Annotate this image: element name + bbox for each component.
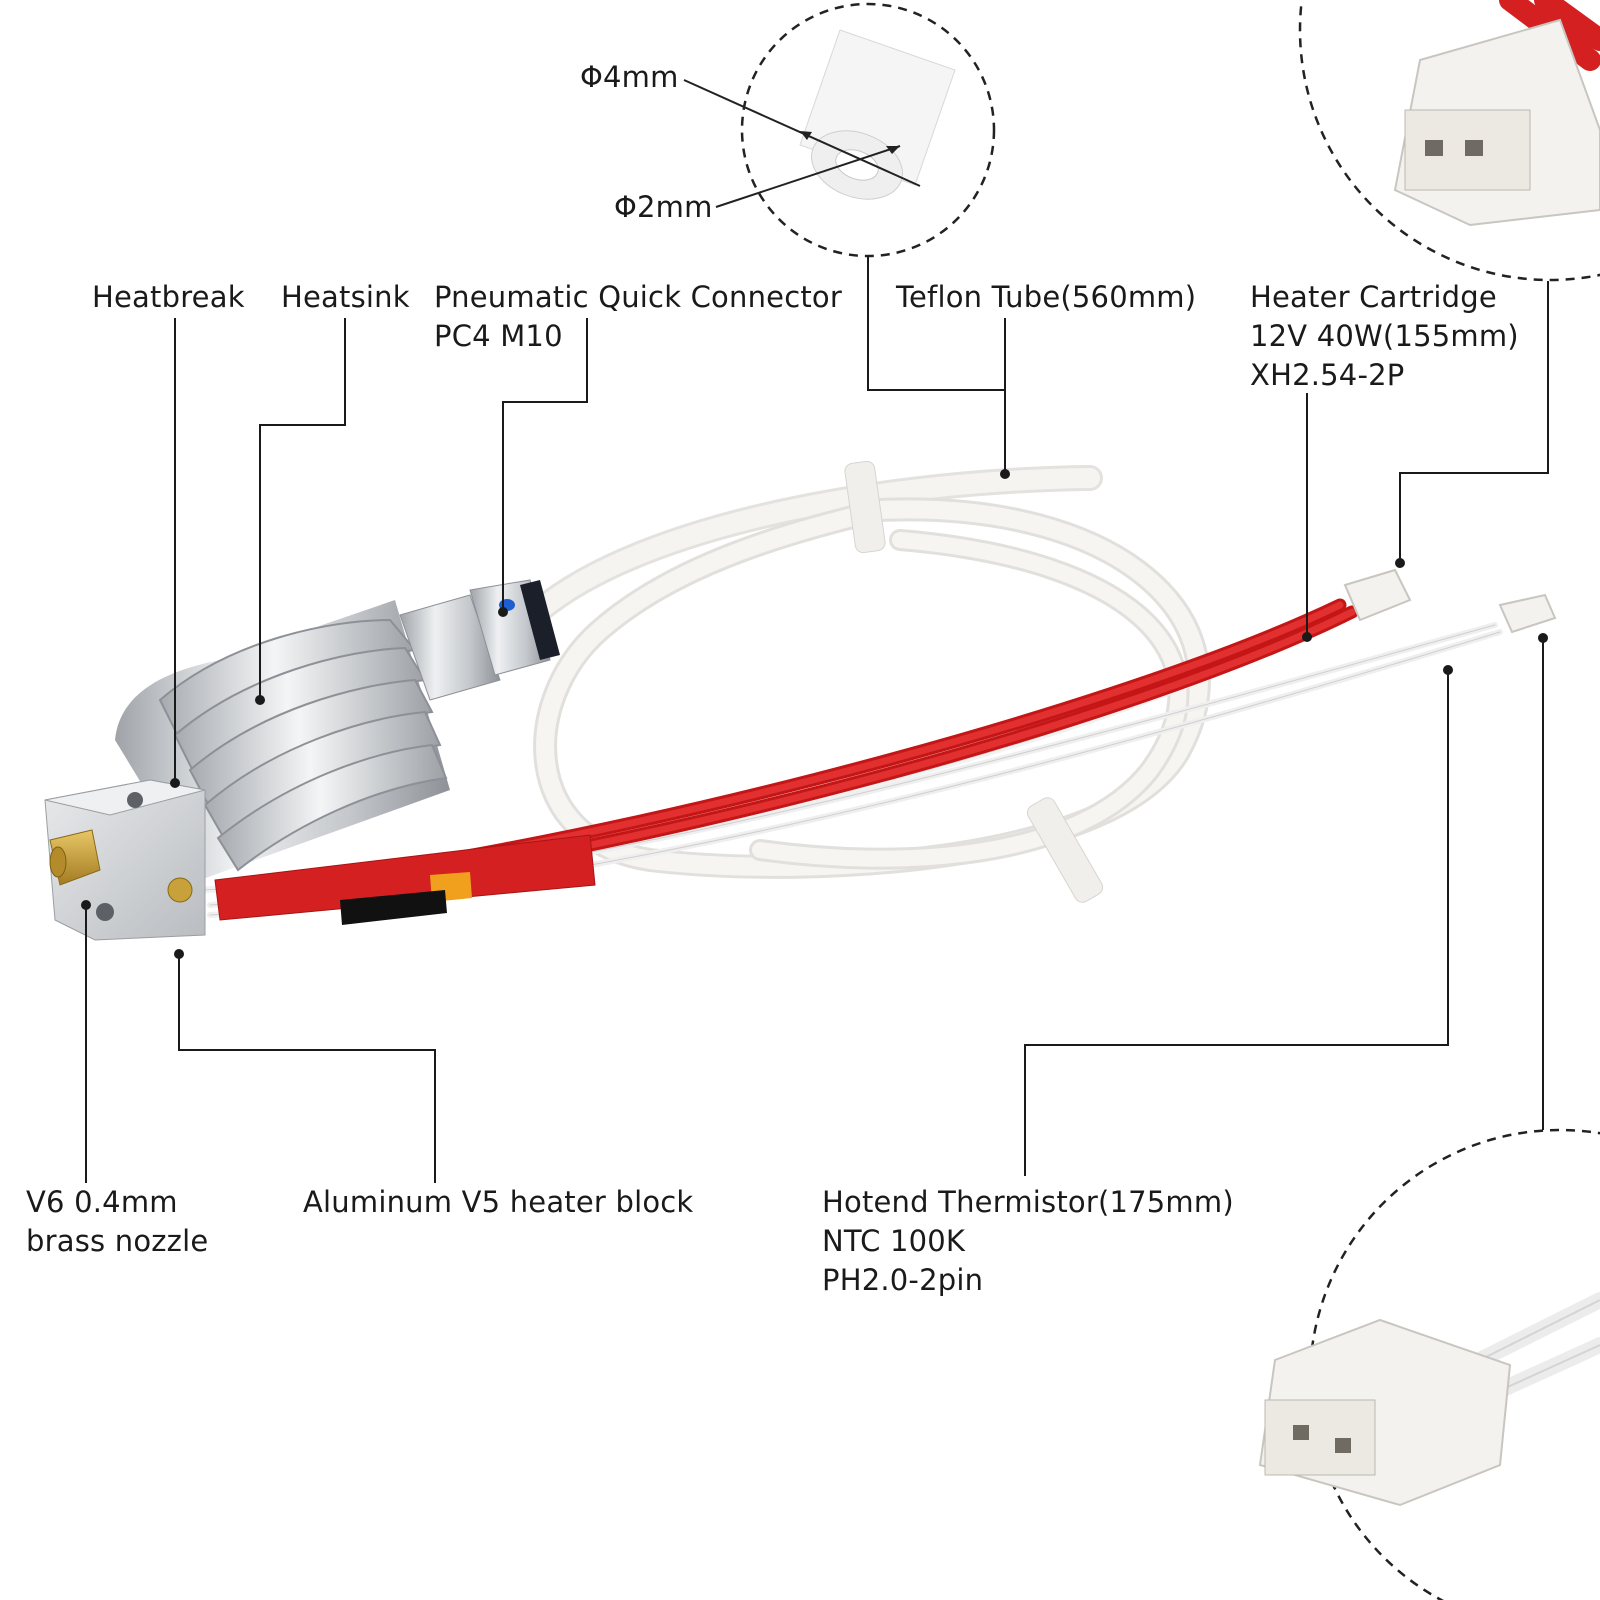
- nozzle-label: V6 0.4mm brass nozzle: [26, 1183, 208, 1261]
- heater-cartridge-label-line3: XH2.54-2P: [1250, 358, 1405, 392]
- inner-diameter-label: Φ2mm: [614, 190, 713, 224]
- thermistor-label: Hotend Thermistor(175mm) NTC 100K PH2.0-…: [822, 1183, 1234, 1300]
- ptfe-tube-image: [527, 465, 1211, 879]
- nozzle-label-line1: V6 0.4mm: [26, 1185, 178, 1219]
- quick-connector-label: Pneumatic Quick Connector PC4 M10: [434, 278, 842, 356]
- leader-teflon: [867, 256, 1006, 391]
- xh-connector-image: [1393, 0, 1600, 227]
- quick-connector-label-line2: PC4 M10: [434, 319, 563, 353]
- heater-block-label: Aluminum V5 heater block: [303, 1185, 694, 1219]
- leader-dots: [81, 469, 1548, 959]
- heater-sleeve-image: [214, 834, 596, 921]
- ph-connector-image: [1258, 1292, 1600, 1507]
- thermistor-label-line3: PH2.0-2pin: [822, 1263, 984, 1297]
- heater-cartridge-label-line1: Heater Cartridge: [1250, 280, 1497, 314]
- thermistor-label-line2: NTC 100K: [822, 1224, 966, 1258]
- leader-connector: [502, 318, 588, 610]
- leader-heater-block: [178, 954, 436, 1183]
- leader-xh-zoom: [1399, 281, 1549, 562]
- heater-cartridge-label: Heater Cartridge 12V 40W(155mm) XH2.54-2…: [1250, 278, 1519, 395]
- leader-thermistor: [1024, 672, 1449, 1176]
- teflon-tube-label: Teflon Tube(560mm): [896, 280, 1197, 314]
- leader-heatsink: [259, 318, 346, 700]
- tube-cross-section-image: [799, 29, 956, 200]
- heatsink-label: Heatsink: [281, 280, 410, 314]
- xh-connector-detail-circle: [1298, 0, 1600, 282]
- hotend-assembly-image: [44, 579, 560, 941]
- leader-lines: [85, 256, 1549, 1183]
- thermistor-label-line1: Hotend Thermistor(175mm): [822, 1185, 1234, 1219]
- small-connectors-image: [1343, 568, 1557, 634]
- nozzle-label-line2: brass nozzle: [26, 1224, 209, 1258]
- outer-diameter-label: Φ4mm: [580, 60, 679, 94]
- cable-ties-image: [844, 460, 1104, 903]
- heatbreak-label: Heatbreak: [92, 280, 245, 314]
- quick-connector-label-line1: Pneumatic Quick Connector: [434, 280, 842, 314]
- heater-cartridge-label-line2: 12V 40W(155mm): [1250, 319, 1519, 353]
